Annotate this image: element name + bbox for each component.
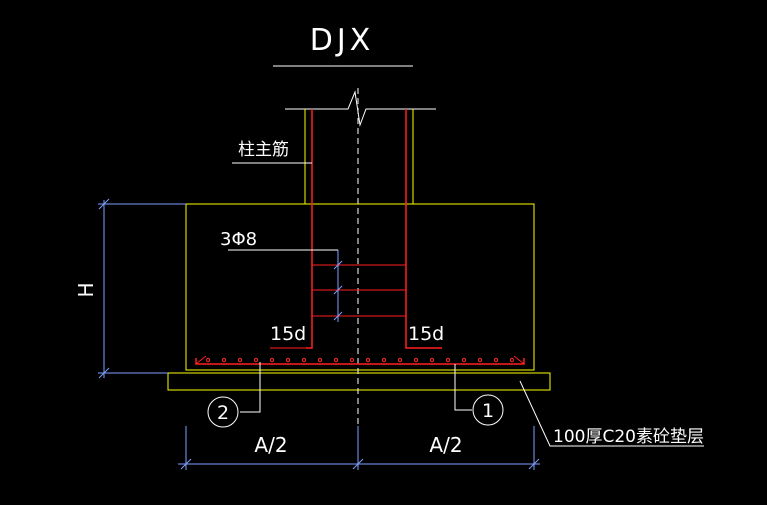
callout-1-circle xyxy=(472,394,504,426)
label-height: H xyxy=(74,282,98,297)
column-rebar-right xyxy=(405,109,442,349)
width-tick-left xyxy=(180,458,192,470)
bottom-rebar-hook-left xyxy=(195,355,207,365)
callout-1-number: 1 xyxy=(482,400,494,422)
callout-2-circle xyxy=(207,396,239,428)
footing-outline xyxy=(185,203,535,371)
label-half-width-right: A/2 xyxy=(429,433,462,457)
cushion-layer xyxy=(167,372,551,391)
label-anchor-left: 15d xyxy=(270,323,306,345)
drawing-title: DJX xyxy=(310,23,375,58)
label-column-main-rebar: 柱主筋 xyxy=(238,140,289,160)
stirrup-tick-1 xyxy=(333,260,343,270)
height-tick-top xyxy=(98,198,110,210)
distribution-rebar-dots xyxy=(205,357,515,363)
leader-callout-2 xyxy=(240,362,261,413)
width-tick-right xyxy=(528,458,540,470)
leader-cushion xyxy=(519,380,704,447)
label-anchor-right: 15d xyxy=(408,323,444,345)
bottom-rebar-hook-right xyxy=(513,355,525,365)
width-tick-center xyxy=(352,458,364,470)
stirrup-tick-2 xyxy=(333,285,343,295)
label-stirrups: 3Φ8 xyxy=(220,229,257,250)
label-cushion: 100厚C20素砼垫层 xyxy=(553,427,704,447)
callout-2-number: 2 xyxy=(217,402,229,424)
height-tick-bottom xyxy=(98,367,110,379)
stirrup-tick-3 xyxy=(333,311,343,321)
bottom-rebar xyxy=(195,358,525,365)
column-rebar-left xyxy=(306,109,313,349)
leader-callout-1 xyxy=(454,364,472,411)
label-half-width-left: A/2 xyxy=(254,433,287,457)
